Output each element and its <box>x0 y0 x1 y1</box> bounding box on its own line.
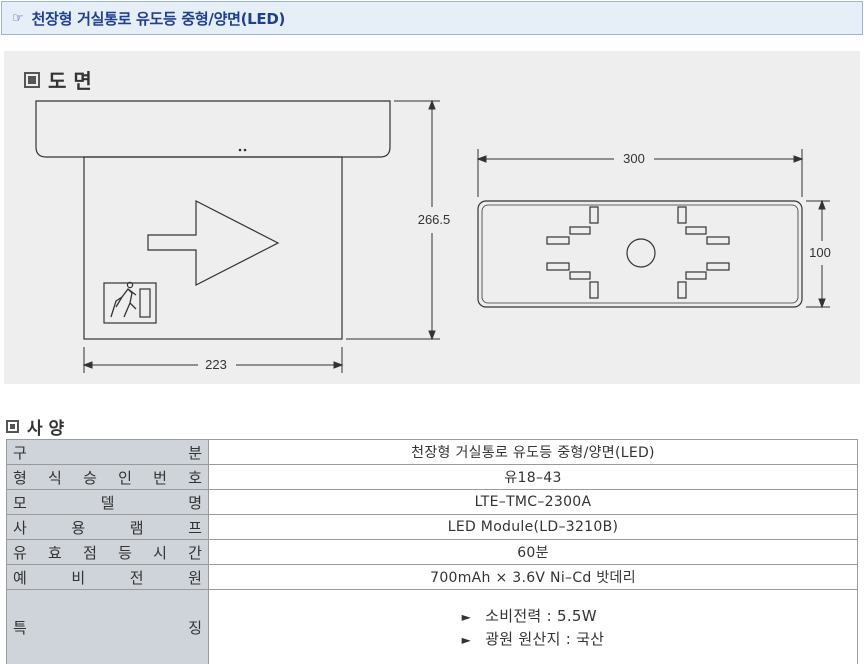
spec-label-char: 예 <box>13 568 27 587</box>
spec-row-value: 60분 <box>208 539 858 565</box>
spec-row: 사 용 램 프 LED Module(LD–3210B) <box>6 514 858 540</box>
drawing-section-heading: 도 면 <box>24 65 92 94</box>
spec-label-char: 점 <box>83 543 97 562</box>
spec-label-char: 사 <box>13 518 27 537</box>
spec-label-char: 효 <box>48 543 62 562</box>
technical-drawing: 223 266.5 300 100 <box>35 99 831 373</box>
spec-label-char: 모 <box>13 493 27 512</box>
spec-label-char: 전 <box>129 568 144 587</box>
spec-label-char: 인 <box>118 468 132 487</box>
spec-row: 유 효 점 등 시 간 60분 <box>6 539 858 565</box>
spec-row-value: 유18–43 <box>208 464 858 490</box>
spec-row-value: LTE–TMC–2300A <box>208 489 858 515</box>
spec-label-char: 원 <box>188 568 202 587</box>
spec-label-char: 식 <box>48 468 62 487</box>
drawing-panel: 도 면 <box>4 51 860 384</box>
spec-label-char: 특 <box>13 619 27 637</box>
spec-row-value: 천장형 거실통로 유도등 중형/양면(LED) <box>208 439 858 465</box>
square-bullet-icon <box>6 420 19 433</box>
spec-section-title: 사 양 <box>27 419 65 439</box>
spec-label-char: 프 <box>188 518 202 537</box>
top-view-outline <box>477 200 803 308</box>
triangle-bullet-icon: ► <box>461 609 472 624</box>
feature-item: ► 소비전력 : 5.5W <box>462 605 605 628</box>
spec-row-value: ► 소비전력 : 5.5W ► 광원 원산지 : 국산 <box>208 589 858 664</box>
spec-section-heading: 사 양 <box>6 414 64 439</box>
spec-label-char: 분 <box>188 443 202 462</box>
spec-label-char: 번 <box>153 468 167 487</box>
top-width-label: 300 <box>623 151 645 166</box>
spec-label-char: 승 <box>83 468 97 487</box>
spec-row: 모 델 명 LTE–TMC–2300A <box>6 489 858 515</box>
front-width-label: 223 <box>205 357 227 372</box>
spec-row-value: LED Module(LD–3210B) <box>208 514 858 540</box>
spec-label-char: 유 <box>13 543 27 562</box>
spec-label-char: 형 <box>13 468 27 487</box>
feature-list: ► 소비전력 : 5.5W ► 광원 원산지 : 국산 <box>462 605 605 651</box>
spec-label-char: 호 <box>188 468 202 487</box>
feature-text: 소비전력 : 5.5W <box>485 606 597 625</box>
sign-panel-outline <box>83 156 343 340</box>
spec-label-char: 명 <box>188 493 202 512</box>
direction-arrow-icon <box>147 200 280 286</box>
center-sensor-icon <box>626 238 656 268</box>
spec-label-char: 간 <box>188 543 202 562</box>
feature-item: ► 광원 원산지 : 국산 <box>462 628 605 651</box>
triangle-bullet-icon: ► <box>461 632 472 647</box>
spec-label-char: 비 <box>71 568 86 587</box>
spec-row: 예 비 전 원 700mAh × 3.6V Ni–Cd 밧데리 <box>6 564 858 590</box>
spec-label-char: 시 <box>153 543 167 562</box>
spec-label-char: 델 <box>100 493 115 512</box>
front-height-label: 266.5 <box>418 212 451 227</box>
square-bullet-icon <box>24 71 40 88</box>
top-depth-label: 100 <box>809 245 831 260</box>
pointing-hand-icon: ☞ <box>12 10 24 26</box>
spec-label-char: 용 <box>71 518 86 537</box>
page-title-bar: ☞ 천장형 거실통로 유도등 중형/양면(LED) <box>1 1 863 35</box>
spec-label-char: 등 <box>118 543 132 562</box>
drawing-section-title: 도 면 <box>48 69 92 93</box>
spec-row: 형 식 승 인 번 호 유18–43 <box>6 464 858 490</box>
page-title: 천장형 거실통로 유도등 중형/양면(LED) <box>31 9 286 28</box>
spec-label-char: 징 <box>188 619 202 637</box>
spec-label-char: 램 <box>129 518 144 537</box>
spec-row-value: 700mAh × 3.6V Ni–Cd 밧데리 <box>208 564 858 590</box>
spec-label-char: 구 <box>13 443 27 462</box>
mount-housing-outline <box>35 100 391 158</box>
feature-text: 광원 원산지 : 국산 <box>485 629 605 648</box>
